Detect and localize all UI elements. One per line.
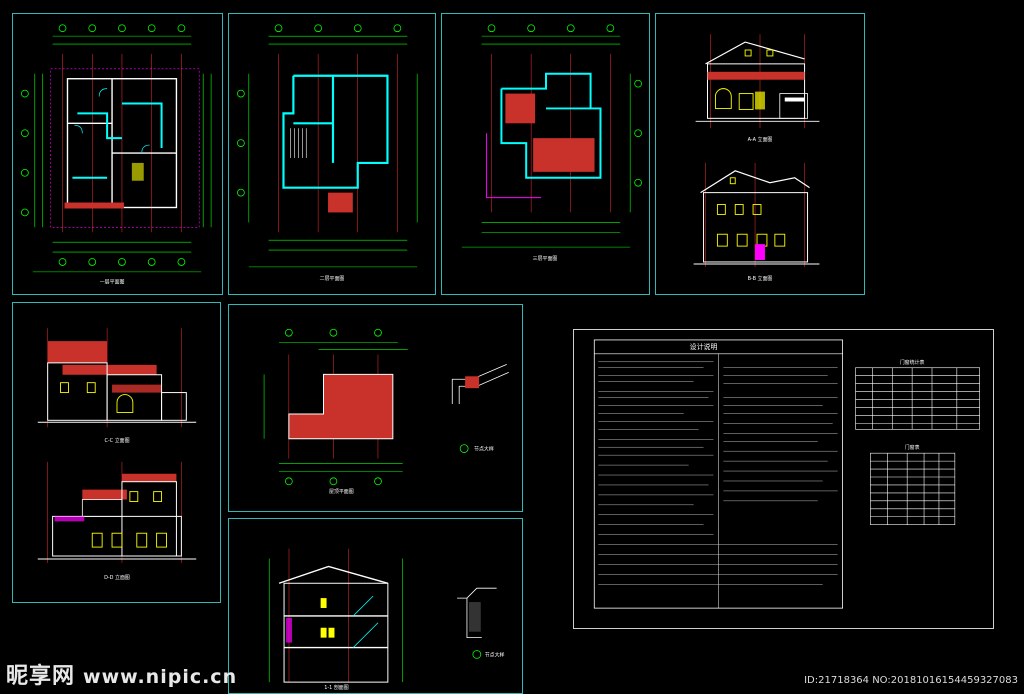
watermark-url: www.nipic.cn <box>83 666 238 688</box>
roof-plan-drawing: 节点大样 屋顶平面图 <box>263 328 509 495</box>
sheet-section[interactable]: 节点大样 1-1 剖面图 <box>228 518 523 694</box>
sheet-second-floor-plan[interactable]: 二层平面图 <box>228 13 436 295</box>
third-floor-plan-drawing: 三层平面图 <box>461 24 642 262</box>
door-window-table-title: 门窗表 <box>905 444 920 451</box>
third-floor-plan-caption: 三层平面图 <box>533 256 558 262</box>
first-floor-plan-caption: 一层平面图 <box>100 280 125 286</box>
elevation-d-caption: D-D 立面图 <box>104 574 130 581</box>
roof-detail-caption: 节点大样 <box>474 446 494 453</box>
design-notes-drawing: 设计说明 门窗统计表 门窗表 <box>593 339 980 609</box>
sheet-roof-plan[interactable]: 节点大样 屋顶平面图 <box>228 304 523 512</box>
sheet-design-notes[interactable]: 设计说明 门窗统计表 门窗表 <box>573 329 994 629</box>
image-id-text: ID:21718364 NO:20181016154459327083 <box>804 675 1018 686</box>
watermark-logo: 昵享网 www.nipic.cn <box>6 658 237 690</box>
second-floor-plan-caption: 二层平面图 <box>320 276 345 282</box>
elevation-a-caption: A-A 立面图 <box>748 136 773 143</box>
second-floor-plan-drawing: 二层平面图 <box>237 24 418 282</box>
elevations-c-d-drawing: C-C 立面图 D-D 立面图 <box>37 328 197 581</box>
section-detail-caption: 节点大样 <box>485 651 505 658</box>
elevation-c-caption: C-C 立面图 <box>104 437 129 444</box>
roof-plan-caption: 屋顶平面图 <box>329 489 354 495</box>
section-drawing: 节点大样 1-1 剖面图 <box>268 548 505 691</box>
watermark-brand: 昵享网 <box>6 664 76 689</box>
design-notes-title: 设计说明 <box>690 342 718 351</box>
elevation-b-caption: B-B 立面图 <box>748 275 773 282</box>
section-caption: 1-1 剖面图 <box>324 684 349 691</box>
elevations-a-b-drawing: A-A 立面图 B-B 立面图 <box>693 34 820 282</box>
first-floor-plan-drawing: 一层平面图 <box>21 24 212 286</box>
sheet-elevations-a-b[interactable]: A-A 立面图 B-B 立面图 <box>655 13 865 295</box>
sheet-third-floor-plan[interactable]: 三层平面图 <box>441 13 650 295</box>
sheet-first-floor-plan[interactable]: 一层平面图 <box>12 13 223 295</box>
sheet-elevations-c-d[interactable]: C-C 立面图 D-D 立面图 <box>12 302 221 603</box>
door-window-stats-title: 门窗统计表 <box>900 359 925 366</box>
